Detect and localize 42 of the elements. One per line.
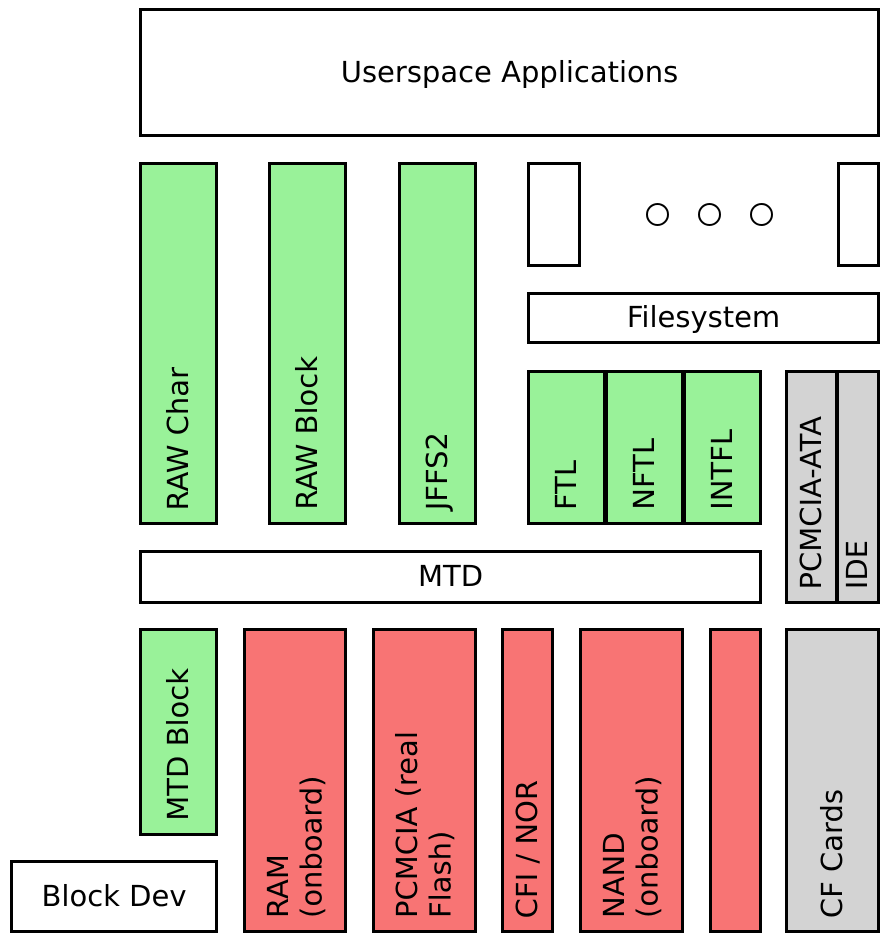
layer-box bbox=[501, 628, 554, 933]
layer-label: JFFS2 bbox=[420, 432, 454, 510]
layer-box bbox=[398, 162, 477, 525]
layer-label: FTL bbox=[550, 460, 584, 510]
layer-box bbox=[139, 162, 218, 525]
layer-box bbox=[683, 370, 762, 525]
layer-box bbox=[372, 628, 477, 933]
layer-box bbox=[139, 8, 880, 137]
layer-box bbox=[139, 550, 762, 604]
layer-box bbox=[785, 370, 838, 604]
layer-label: Userspace Applications bbox=[340, 56, 678, 90]
layer-label: MTD bbox=[418, 560, 484, 594]
layer-label: NFTL bbox=[628, 438, 662, 510]
empty-box bbox=[527, 162, 581, 267]
layer-box bbox=[785, 628, 880, 933]
layer-label: INTFL bbox=[706, 429, 740, 510]
layer-box bbox=[10, 860, 218, 933]
ellipsis-dot bbox=[750, 203, 773, 226]
layer-box bbox=[139, 628, 218, 836]
empty-bar bbox=[709, 628, 762, 933]
layer-label: Block Dev bbox=[42, 880, 186, 914]
layer-label: RAW Block bbox=[290, 356, 324, 510]
ellipsis-dot bbox=[698, 203, 721, 226]
layer-label: IDE bbox=[841, 540, 875, 589]
layer-label: MTD Block bbox=[162, 668, 196, 821]
layer-label: CF Cards bbox=[816, 788, 850, 918]
layer-label: PCMCIA-ATA bbox=[794, 416, 828, 589]
layer-label: Filesystem bbox=[626, 301, 780, 335]
layer-box bbox=[836, 370, 880, 604]
layer-box bbox=[527, 292, 880, 344]
layer-box bbox=[243, 628, 347, 933]
layer-box bbox=[527, 370, 606, 525]
layer-label: NAND (onboard) bbox=[598, 774, 665, 918]
layer-label: CFI / NOR bbox=[510, 780, 544, 918]
layer-label: RAW Char bbox=[162, 366, 196, 510]
ellipsis-dot bbox=[646, 203, 669, 226]
layer-box bbox=[579, 628, 684, 933]
layer-label: PCMCIA (real Flash) bbox=[391, 730, 458, 918]
layer-label: RAM (onboard) bbox=[262, 774, 328, 918]
empty-box bbox=[837, 162, 880, 267]
layer-box bbox=[605, 370, 684, 525]
layer-box bbox=[268, 162, 347, 525]
